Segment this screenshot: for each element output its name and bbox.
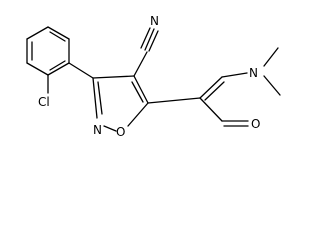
- bond-c3-c4: [92, 75, 135, 79]
- chemical-structure-diagram: Cl N O N N O: [26, 14, 281, 139]
- bond-c5-o: [127, 102, 149, 127]
- bond-calpha-cho: [199, 97, 223, 122]
- isoxazole-ring: [92, 75, 149, 132]
- chlorine-label: Cl: [38, 95, 50, 109]
- bond-ar4: [26, 62, 49, 76]
- bond-c4-cn: [133, 51, 148, 77]
- bond-ar1: [47, 26, 70, 40]
- aldehyde-oxygen-label: O: [251, 117, 260, 131]
- bond-n-methyl-2: [263, 75, 281, 96]
- bond-aryl-c3: [68, 62, 94, 79]
- bond-ar3: [47, 62, 70, 76]
- bond-cn-triple-a: [144, 28, 155, 51]
- bond-calpha-cbeta: [199, 76, 223, 99]
- bond-n-methyl-1: [263, 47, 279, 67]
- bond-ar-inner1: [49, 31, 66, 42]
- bond-c4-c5-inner: [131, 81, 144, 103]
- bond-o-n: [103, 125, 117, 132]
- isoxazole-oxygen-label: O: [116, 125, 125, 139]
- enamine-side-chain: [147, 47, 281, 127]
- bond-c5-calpha: [147, 97, 201, 104]
- nitrile-nitrogen-label: N: [150, 14, 159, 28]
- bond-n-c3: [92, 77, 98, 119]
- isoxazole-nitrogen-label: N: [93, 123, 102, 137]
- nitrile-group: [133, 27, 159, 77]
- bond-cn-triple-c: [140, 27, 151, 49]
- bond-ar6: [26, 26, 49, 40]
- bond-ar-inner2: [49, 60, 66, 71]
- dimethylamino-nitrogen-label: N: [249, 66, 258, 80]
- chlorophenyl-ring: [26, 26, 70, 76]
- bond-cbeta-n: [221, 72, 248, 78]
- bond-n-c3-inner: [97, 81, 103, 115]
- bond-calpha-cbeta-inner: [204, 81, 225, 101]
- bond-cn-triple-b: [148, 30, 159, 52]
- bond-c4-c5: [133, 75, 149, 104]
